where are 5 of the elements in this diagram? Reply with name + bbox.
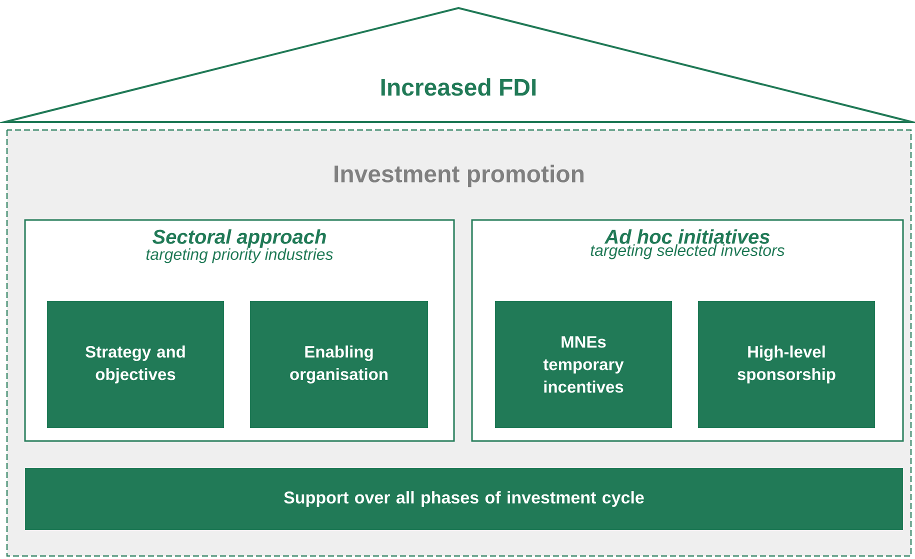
measure-box: Enabling organisation	[250, 301, 428, 428]
measure-box: Strategy and objectives	[47, 301, 224, 428]
measure-box: MNEs temporary incentives	[495, 301, 672, 428]
support-bar: Support over all phases of investment cycle	[25, 468, 903, 530]
measure-box: High-level sponsorship	[698, 301, 875, 428]
